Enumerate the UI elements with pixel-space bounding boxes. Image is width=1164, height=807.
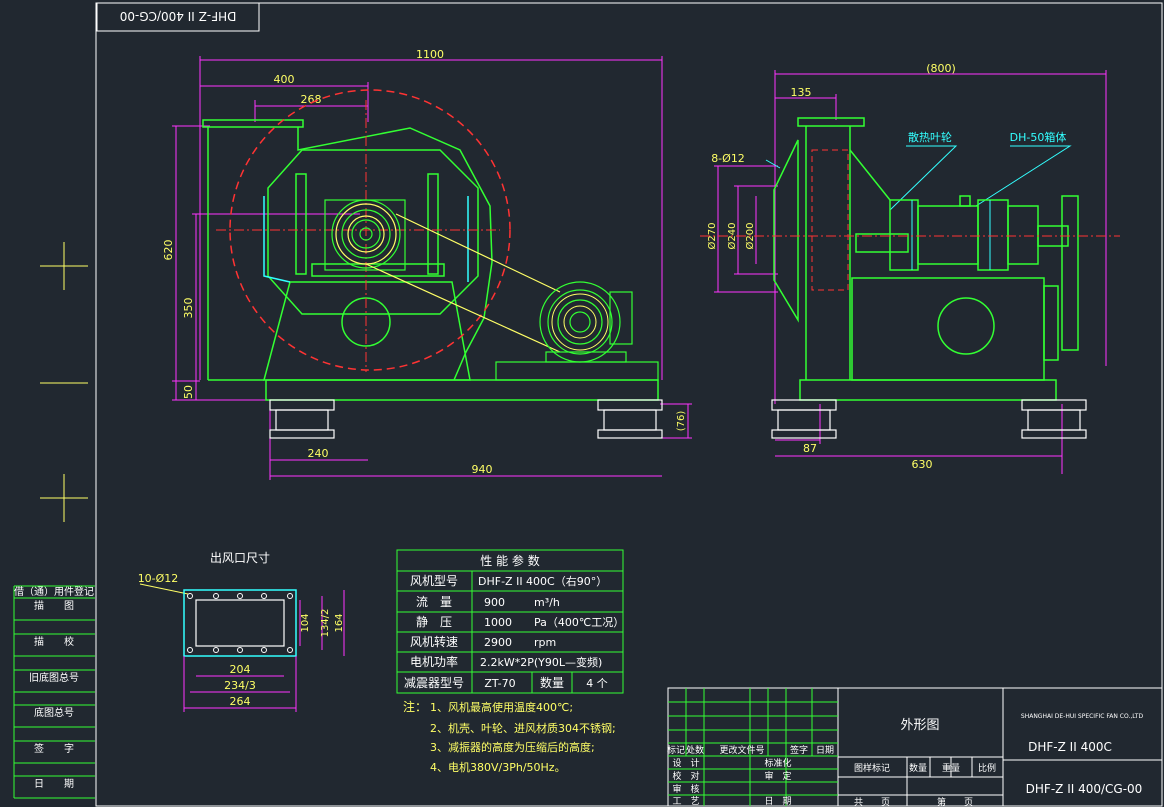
notes: 注： 1、风机最高使用温度400℃; 2、机壳、叶轮、进风材质304不锈钢; 3… bbox=[403, 699, 616, 774]
mid-role-0: 标准化 bbox=[764, 757, 791, 769]
note-4: 4、电机380V/3Ph/50Hz。 bbox=[430, 760, 566, 774]
outlet-holes: 10-Ø12 bbox=[138, 572, 179, 585]
title-tab-text: DHF-Z II 400/CG-00 bbox=[120, 9, 237, 23]
rev-header-2: 更改文件号 bbox=[719, 744, 764, 756]
strip-label-5: 签 字 bbox=[34, 742, 74, 755]
perf-label-0: 风机型号 bbox=[410, 574, 458, 588]
perf-unit-2: Pa（400℃工况） bbox=[534, 616, 624, 629]
dim-800: (800) bbox=[926, 62, 956, 75]
front-view: 1100 400 268 620 350 50 240 940 (76) bbox=[162, 48, 692, 480]
outlet-dim-204: 204 bbox=[230, 663, 251, 676]
outlet-size: 出风口尺寸 10-Ø12 204 234/3 264 104 134/2 164 bbox=[138, 551, 345, 712]
sheet-number: 第 页 bbox=[937, 796, 973, 807]
perf-label-4: 电机功率 bbox=[410, 654, 458, 669]
dim-240: 240 bbox=[308, 447, 329, 460]
dim-400: 400 bbox=[274, 73, 295, 86]
model-name: DHF-Z II 400C bbox=[1028, 740, 1112, 754]
drawing-name: 外形图 bbox=[900, 718, 939, 733]
dim-d270: Ø270 bbox=[706, 223, 718, 250]
perf-value-2: 1000 bbox=[484, 616, 512, 629]
dim-50: 50 bbox=[182, 385, 195, 399]
note-2: 2、机壳、叶轮、进风材质304不锈钢; bbox=[430, 721, 616, 735]
dim-76: (76) bbox=[676, 411, 687, 432]
strip-label-2: 描 校 bbox=[34, 635, 74, 648]
perf-title: 性 能 参 数 bbox=[480, 553, 539, 568]
info-header-1: 数量 bbox=[909, 762, 927, 774]
title-block: 标记 处数 更改文件号 签字 日期 设 计 校 对 审 核 工 艺 标准化 审 … bbox=[667, 687, 1163, 807]
outlet-dim-234: 234/3 bbox=[224, 679, 256, 692]
perf-value-1: 900 bbox=[484, 596, 505, 609]
dim-87: 87 bbox=[803, 442, 817, 455]
perf-unit-3: rpm bbox=[534, 636, 556, 649]
perf-label-1: 流 量 bbox=[416, 595, 452, 609]
perf-value-5: ZT-70 bbox=[484, 677, 515, 690]
perf-label-3: 风机转速 bbox=[410, 634, 458, 649]
dim-630: 630 bbox=[912, 458, 933, 471]
info-header-2: 重量 bbox=[942, 762, 960, 774]
role-0: 设 计 bbox=[672, 757, 699, 769]
info-header-0: 图样标记 bbox=[854, 762, 890, 774]
perf-unit-1: m³/h bbox=[534, 596, 560, 609]
strip-label-4: 底图总号 bbox=[34, 706, 74, 719]
role-1: 校 对 bbox=[672, 770, 699, 782]
perf-value-0: DHF-Z II 400C（右90°） bbox=[478, 574, 607, 588]
dim-350: 350 bbox=[182, 298, 195, 319]
role-2: 审 核 bbox=[672, 783, 699, 795]
notes-prefix: 注： bbox=[403, 699, 427, 714]
side-view: (800) 135 8-Ø12 Ø270 Ø240 Ø200 87 630 散热… bbox=[700, 62, 1120, 474]
strip-label-3: 旧底图总号 bbox=[29, 671, 79, 684]
outlet-dim-104: 104 bbox=[300, 613, 311, 632]
label-bearing-box: DH-50箱体 bbox=[1010, 130, 1067, 144]
dim-bolt-holes: 8-Ø12 bbox=[711, 152, 745, 165]
role-3: 工 艺 bbox=[672, 796, 699, 807]
mid-role-1: 审 定 bbox=[764, 770, 791, 782]
perf-value-3: 2900 bbox=[484, 636, 512, 649]
perf-value-qty: 4 个 bbox=[586, 677, 608, 690]
dim-1100: 1100 bbox=[416, 48, 444, 61]
strip-label-1: 描 图 bbox=[34, 599, 74, 612]
rev-header-3: 签字 bbox=[790, 744, 808, 756]
perf-label-2: 静 压 bbox=[416, 615, 452, 629]
perf-value-4: 2.2kW*2P(Y90L—变频) bbox=[480, 655, 602, 669]
strip-label-0: 借（通）用件登记 bbox=[14, 585, 94, 598]
dim-135: 135 bbox=[791, 86, 812, 99]
info-header-3: 比例 bbox=[978, 762, 996, 774]
note-3: 3、减振器的高度为压缩后的高度; bbox=[430, 740, 595, 754]
rev-header-4: 日期 bbox=[816, 745, 834, 756]
note-1: 1、风机最高使用温度400℃; bbox=[430, 700, 573, 714]
perf-label-qty: 数量 bbox=[540, 675, 564, 690]
left-register-table: 借（通）用件登记 描 图 描 校 旧底图总号 底图总号 签 字 日 期 bbox=[13, 585, 95, 799]
rev-header-0: 标记 bbox=[667, 744, 685, 756]
dim-268: 268 bbox=[301, 93, 322, 106]
strip-label-6: 日 期 bbox=[34, 778, 74, 790]
perf-label-5: 减震器型号 bbox=[404, 676, 464, 690]
rev-header-1: 处数 bbox=[686, 744, 704, 756]
dim-940: 940 bbox=[472, 463, 493, 476]
outlet-dim-164: 164 bbox=[334, 613, 345, 632]
registration-marks bbox=[40, 242, 88, 522]
dim-620: 620 bbox=[162, 240, 175, 261]
drawing-frame bbox=[95, 2, 1163, 807]
outlet-title: 出风口尺寸 bbox=[210, 551, 270, 565]
title-tab-box bbox=[96, 2, 260, 32]
performance-table: 性 能 参 数 风机型号 DHF-Z II 400C（右90°） 流 量 900… bbox=[396, 549, 624, 694]
mid-role-2: 日 期 bbox=[764, 796, 791, 807]
outlet-dim-264: 264 bbox=[230, 695, 251, 708]
outlet-dim-134: 134/2 bbox=[320, 609, 331, 638]
company-name: SHANGHAI DE-HUI SPECIFIC FAN CO.,LTD bbox=[1021, 713, 1144, 720]
label-impeller: 散热叶轮 bbox=[908, 130, 952, 144]
drawing-number: DHF-Z II 400/CG-00 bbox=[1026, 782, 1143, 796]
sheet-total: 共 页 bbox=[854, 797, 890, 807]
